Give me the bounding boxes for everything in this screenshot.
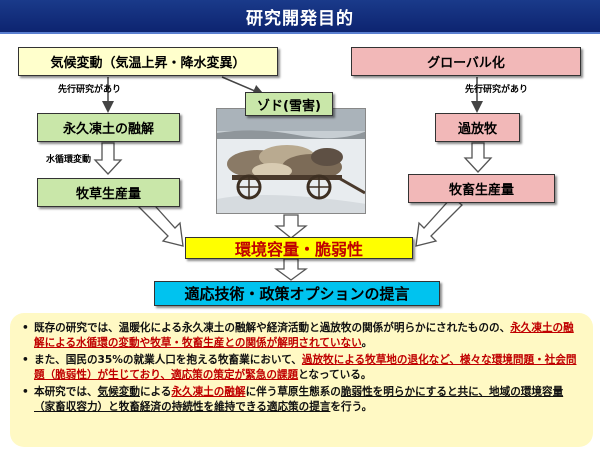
explanation-text: 脆弱性を明らかにすると共に、地域の環境容量（家畜収容力）と牧畜経済の持続性を維持… (34, 386, 564, 413)
arrow-overgrazing-livestock (463, 142, 493, 173)
climate-change-label: 気候変動（気温上昇・降水変異） (50, 56, 246, 71)
explanation-text: に伴う草原生態系の (245, 386, 341, 398)
overgrazing-label: 過放牧 (457, 122, 497, 137)
livestock-cart-snow-photo-icon (217, 109, 365, 213)
arrow-permafrost-pasture (93, 142, 123, 175)
title-bar: 研究開発目的 (0, 0, 600, 34)
explanation-item: 既存の研究では、温暖化による永久凍土の融解や経済活動と過放牧の関係が明らかにされ… (20, 321, 583, 350)
prior-research-note-right: 先行研究があり (465, 85, 529, 95)
climate-change-box: 気候変動（気温上昇・降水変異） (18, 47, 278, 76)
arrow-capacity-proposal (274, 258, 308, 281)
prior-research-note-left: 先行研究があり (58, 85, 122, 95)
environmental-capacity-box: 環境容量・脆弱性 (185, 237, 413, 259)
policy-proposal-label: 適応技術・政策オプションの提言 (184, 285, 410, 303)
explanation-text: となっている。 (298, 368, 372, 381)
environmental-capacity-label: 環境容量・脆弱性 (234, 240, 363, 259)
livestock-production-label: 牧畜生産量 (448, 183, 514, 198)
livestock-production-box: 牧畜生産量 (408, 174, 555, 203)
arrow-climate-zud (221, 76, 265, 97)
explanation-text: 永久凍土の融解による水循環の変動や牧草・牧畜生産との関係が解明されていない (34, 322, 574, 349)
explanation-text: 気候変動 (97, 386, 140, 398)
explanation-text: 既存の研究では、温暖化による永久凍土の融解や経済活動と過放牧の関係が明らかにされ… (34, 322, 511, 334)
globalization-label: グローバル化 (427, 56, 505, 71)
globalization-box: グローバル化 (351, 47, 581, 76)
permafrost-thaw-box: 永久凍土の融解 (37, 113, 180, 142)
explanation-panel: 既存の研究では、温暖化による永久凍土の融解や経済活動と過放牧の関係が明らかにされ… (10, 313, 593, 447)
explanation-text: を行う。 (330, 400, 373, 413)
arrow-zud-capacity (274, 214, 308, 239)
policy-proposal-box: 適応技術・政策オプションの提言 (154, 281, 440, 306)
explanation-text: 。 (361, 336, 373, 349)
overgrazing-box: 過放牧 (435, 113, 520, 142)
explanation-item: 本研究では、気候変動による永久凍土の融解に伴う草原生態系の脆弱性を明らかにすると… (20, 385, 583, 414)
permafrost-thaw-label: 永久凍土の融解 (62, 122, 154, 137)
pasture-production-label: 牧草生産量 (75, 187, 141, 202)
page-title: 研究開発目的 (246, 8, 354, 29)
explanation-text: による (139, 386, 172, 398)
zud-photo (216, 108, 366, 214)
explanation-text: 本研究では、 (34, 386, 98, 398)
explanation-text: 過放牧による牧草地の退化など、様々な環境問題・社会問題（脆弱性）が生じており、適… (34, 354, 577, 381)
pasture-production-box: 牧草生産量 (37, 178, 180, 207)
arrow-livestock-capacity (415, 196, 463, 247)
zud-box: ゾド(雪害) (245, 92, 333, 116)
explanation-text: 永久凍土の融解 (171, 386, 246, 398)
zud-label: ゾド(雪害) (257, 98, 321, 114)
explanation-list: 既存の研究では、温暖化による永久凍土の融解や経済活動と過放牧の関係が明らかにされ… (20, 321, 583, 414)
water-cycle-note: 水循環変動 (46, 155, 92, 165)
explanation-item: また、国民の35%の就業人口を抱える牧畜業において、過放牧による牧草地の退化など… (20, 353, 583, 382)
explanation-text: また、国民の35%の就業人口を抱える牧畜業において、 (34, 354, 302, 366)
